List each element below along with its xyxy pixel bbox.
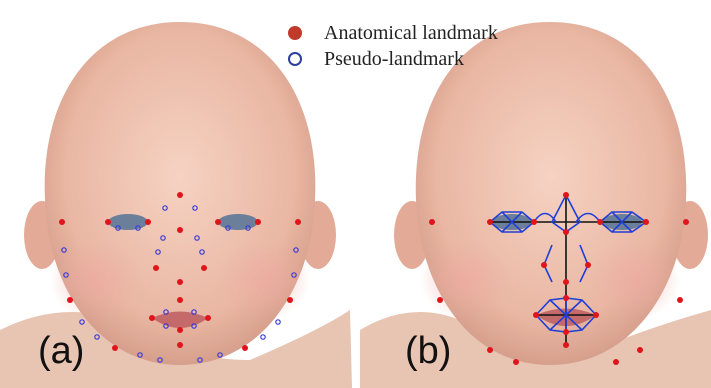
landmark-point: [177, 227, 183, 233]
pseudo-landmark-marker: [288, 52, 302, 66]
landmark-point: [563, 329, 569, 335]
landmark-point: [295, 219, 301, 225]
landmark-point: [613, 359, 619, 365]
legend: Anatomical landmark Pseudo-landmark: [288, 20, 498, 72]
pseudo-landmark-point: [261, 335, 265, 339]
landmark-point: [201, 265, 207, 271]
landmark-point: [677, 297, 683, 303]
landmark-point: [593, 312, 599, 318]
left-cheek-b: [420, 240, 510, 320]
legend-item-anatomical: Anatomical landmark: [288, 20, 498, 46]
landmark-point: [112, 345, 118, 351]
landmark-point: [177, 192, 183, 198]
landmark-point: [177, 279, 183, 285]
landmark-point: [177, 297, 183, 303]
landmark-point: [541, 262, 547, 268]
landmark-point: [177, 342, 183, 348]
landmark-point: [145, 219, 151, 225]
landmark-point: [513, 359, 519, 365]
pseudo-landmark-point: [276, 320, 280, 324]
landmark-point: [153, 265, 159, 271]
landmark-point: [683, 219, 689, 225]
landmark-point: [487, 347, 493, 353]
landmark-point: [242, 345, 248, 351]
landmark-point: [643, 219, 649, 225]
landmark-point: [215, 219, 221, 225]
landmark-point: [637, 347, 643, 353]
landmark-point: [563, 192, 569, 198]
landmark-point: [531, 219, 537, 225]
anatomical-landmark-marker: [288, 26, 302, 40]
landmark-point: [177, 327, 183, 333]
landmark-point: [487, 219, 493, 225]
landmark-point: [563, 229, 569, 235]
panel-label-b: (b): [405, 330, 451, 373]
landmark-point: [533, 312, 539, 318]
left-eye-a: [108, 214, 148, 230]
legend-label-anatomical: Anatomical landmark: [324, 22, 498, 45]
right-cheek-b: [590, 240, 680, 320]
landmark-point: [563, 279, 569, 285]
landmark-point: [149, 315, 155, 321]
landmark-point: [105, 219, 111, 225]
landmark-point: [287, 297, 293, 303]
landmark-point: [205, 315, 211, 321]
legend-label-pseudo: Pseudo-landmark: [324, 48, 464, 71]
landmark-point: [437, 297, 443, 303]
panel-label-a: (a): [38, 330, 84, 373]
landmark-point: [563, 342, 569, 348]
landmark-point: [585, 262, 591, 268]
landmark-point: [597, 219, 603, 225]
right-eye-a: [218, 214, 258, 230]
legend-item-pseudo: Pseudo-landmark: [288, 46, 498, 72]
landmark-point: [429, 219, 435, 225]
landmark-point: [59, 219, 65, 225]
landmark-point: [563, 295, 569, 301]
landmark-point: [67, 297, 73, 303]
landmark-point: [255, 219, 261, 225]
